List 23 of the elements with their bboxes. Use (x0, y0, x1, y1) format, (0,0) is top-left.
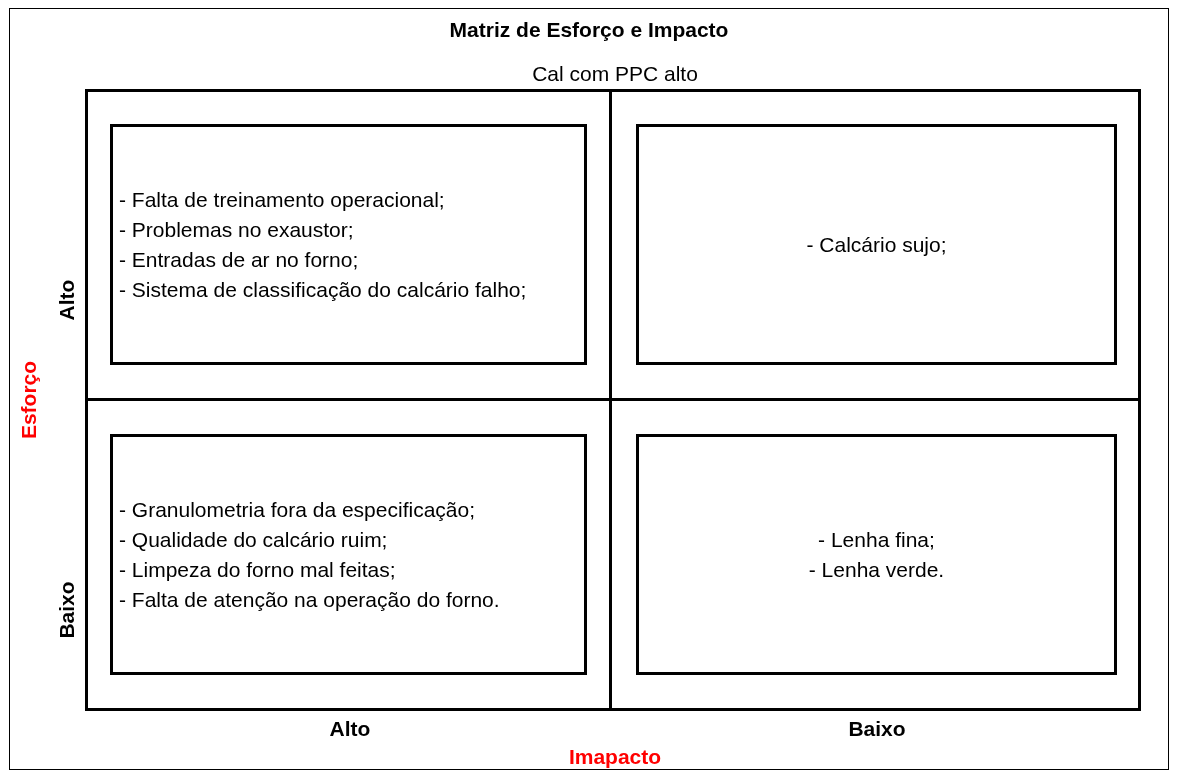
title: Matriz de Esforço e Impacto (448, 18, 730, 42)
quadrant-box (636, 434, 1117, 675)
subtitle: Cal com PPC alto (532, 62, 698, 86)
list-item: - Falta de treinamento operacional; (119, 186, 446, 213)
list-item: - Problemas no exaustor; (119, 216, 355, 243)
list-item: - Limpeza do forno mal feitas; (119, 556, 397, 583)
list-item: - Sistema de classificação do calcário falho; (119, 276, 528, 303)
list-item: - Granulometria fora da especificação; (119, 496, 476, 523)
axis-label: Alto (55, 279, 79, 321)
axis-label: Esforço (17, 360, 41, 440)
axis-label: Alto (329, 717, 371, 741)
quadrant-box (636, 124, 1117, 365)
axis-label: Baixo (55, 581, 79, 639)
list-item: - Calcário sujo; (805, 231, 948, 258)
list-item: - Falta de atenção na operação do forno. (119, 586, 501, 613)
quadrant-box (110, 124, 587, 365)
list-item: - Lenha verde. (807, 556, 946, 583)
list-item: - Lenha fina; (817, 526, 936, 553)
list-item: - Qualidade do calcário ruim; (119, 526, 389, 553)
axis-label: Imapacto (568, 745, 662, 769)
axis-label: Baixo (848, 717, 906, 741)
list-item: - Entradas de ar no forno; (119, 246, 360, 273)
quadrant-box (110, 434, 587, 675)
